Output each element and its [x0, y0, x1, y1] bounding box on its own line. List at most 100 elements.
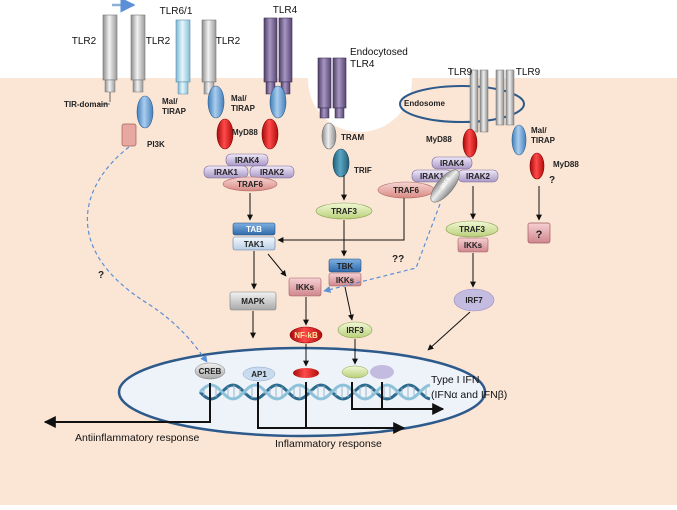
arrow-irf7-to-nucleus: [427, 311, 471, 351]
dashed-arrow-pi3k-to-creb: [86, 146, 208, 363]
label-tlr2-c: TLR2: [216, 36, 241, 47]
mal-tirap-adaptor-2a: [207, 85, 225, 119]
irak2-1: [249, 165, 295, 179]
label-mal-2: Mal/: [231, 94, 247, 103]
label-tlr9-a: TLR9: [448, 67, 473, 78]
traf6-1: [222, 176, 278, 192]
question-mark-pi3k: ?: [98, 270, 104, 281]
irf7-nuclear: [370, 365, 394, 379]
label-tirap-1: TIRAP: [162, 107, 187, 116]
creb: [194, 362, 226, 380]
myd88-3: [529, 152, 545, 180]
double-question-mark: ??: [392, 254, 404, 265]
label-mal-3: Mal/: [531, 126, 547, 135]
label-tirap-3: TIRAP: [531, 136, 556, 145]
tlr9-receptor-pair-b: [495, 69, 515, 126]
traf3-2: [445, 220, 499, 238]
mal-tirap-adaptor-3: [511, 124, 527, 156]
inflammatory-arrow-1: [257, 382, 406, 434]
label-tlr2-b: TLR2: [146, 36, 171, 47]
label-myd88-2: MyD88: [426, 135, 452, 144]
label-irak1-1: IRAK1: [214, 168, 239, 177]
label-tab: TAB: [246, 225, 262, 234]
tlr6-1-receptor: [175, 19, 191, 95]
label-irak4-1: IRAK4: [235, 156, 260, 165]
irf3: [337, 321, 373, 339]
label-pi3k: PI3K: [147, 140, 165, 149]
myd88-2: [462, 128, 478, 158]
endosome-membrane: [399, 85, 525, 123]
label-myd88-3: MyD88: [553, 160, 579, 169]
label-type-i-ifn: Type I IFN: [431, 374, 479, 386]
label-irak1-2: IRAK1: [420, 172, 445, 181]
label-traf3-2: TRAF3: [459, 225, 485, 234]
label-tbk: TBK: [337, 262, 354, 271]
label-endocytosed-line2: TLR4: [350, 59, 375, 70]
label-irak4-2: IRAK4: [440, 159, 465, 168]
tram-adaptor: [321, 122, 337, 150]
label-tram: TRAM: [341, 133, 364, 142]
label-mapk: MAPK: [241, 297, 265, 306]
label-mal-1: Mal/: [162, 97, 178, 106]
tlr2-receptor-c: [201, 19, 217, 95]
label-irf3: IRF3: [346, 326, 364, 335]
irak4-2: [431, 156, 473, 170]
ikks-box-3: [457, 237, 489, 253]
irf7: [453, 288, 495, 312]
question-mark-box: ?: [536, 229, 543, 241]
label-ikks-2: IKKs: [336, 276, 355, 285]
label-tlr4: TLR4: [273, 5, 298, 16]
label-tak1: TAK1: [244, 240, 265, 249]
label-ikks-1: IKKs: [296, 283, 315, 292]
tlr2-receptor-b: [130, 14, 146, 93]
label-irak2-1: IRAK2: [260, 168, 285, 177]
pi3k-box: [121, 123, 137, 147]
unknown-target-box: [527, 222, 551, 244]
question-mark-myd88: ?: [549, 175, 555, 186]
label-endocytosed-line1: Endocytosed: [350, 47, 408, 58]
arrow-ikks-to-irf3: [344, 286, 354, 321]
ap1: [242, 366, 276, 382]
ikks-box-1: [288, 277, 322, 297]
label-myd88-1: MyD88: [232, 128, 258, 137]
label-tir-domain: TIR-domain: [64, 100, 108, 109]
label-tirap-2: TIRAP: [231, 104, 256, 113]
myd88-1b: [261, 118, 279, 150]
label-endosome: Endosome: [404, 99, 445, 108]
label-ikks-3: IKKs: [464, 241, 483, 250]
dashed-arrow-irf5-to-ikks: [323, 203, 441, 293]
arrow-tak1-to-ikks: [267, 253, 287, 277]
label-tlr2-a: TLR2: [72, 36, 97, 47]
irak1-1: [203, 165, 249, 179]
label-nf-kb: NF-kB: [294, 331, 318, 340]
label-irf7: IRF7: [465, 296, 483, 305]
label-tlr9-b: TLR9: [516, 67, 541, 78]
antiinflammatory-arrow: [43, 383, 211, 428]
mal-tirap-adaptor-1: [136, 95, 154, 129]
label-ifn-sub: (IFNα and IFNβ): [431, 389, 507, 401]
label-irak2-2: IRAK2: [466, 172, 491, 181]
mapk-box: [229, 291, 277, 311]
tlr2-receptor-a: [102, 14, 118, 102]
label-traf6-1: TRAF6: [237, 180, 263, 189]
arrow-traf6-2-to-tak1: [277, 198, 405, 243]
tak1-box: [232, 236, 276, 251]
tbk-box: [328, 258, 362, 273]
tab-box: [232, 222, 276, 236]
mal-tirap-adaptor-2b: [269, 85, 287, 119]
label-inflammatory-response: Inflammatory response: [275, 438, 382, 450]
irak4-1: [225, 153, 269, 167]
label-tlr6-1: TLR6/1: [160, 6, 193, 17]
tlr4-receptor: [263, 17, 293, 95]
label-traf3-1: TRAF3: [331, 207, 357, 216]
endocytosed-tlr4-receptor: [317, 57, 347, 119]
myd88-1a: [216, 118, 234, 150]
label-trif: TRIF: [354, 166, 372, 175]
label-creb: CREB: [199, 367, 222, 376]
trif-adaptor: [332, 148, 350, 178]
label-traf6-2: TRAF6: [393, 186, 419, 195]
ifn-arrow: [351, 382, 445, 415]
nf-kb: [289, 326, 323, 344]
